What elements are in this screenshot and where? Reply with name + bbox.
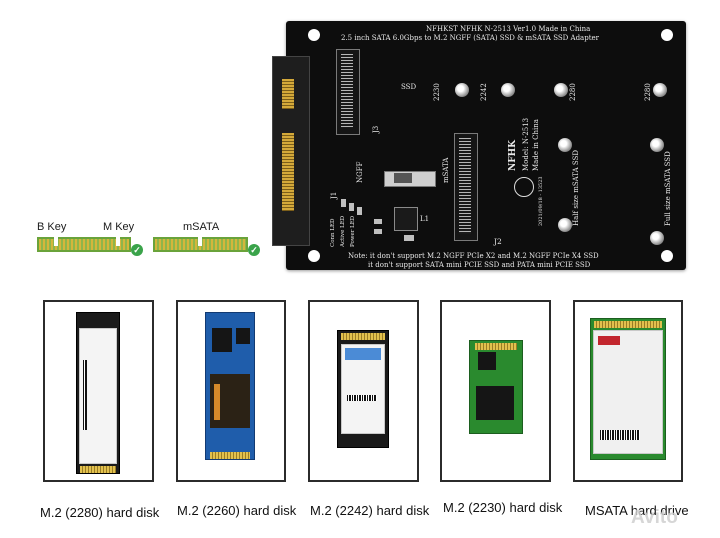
silk-half-size: Half size mSATA SSD: [572, 150, 580, 226]
silk-power-led: Power LED: [350, 215, 356, 247]
caption-msata: MSATA hard drive: [585, 503, 689, 518]
m-key-notch: [116, 237, 120, 246]
ssd-2260-gold-contacts: [210, 452, 250, 459]
silk-ssd: SSD: [401, 83, 417, 91]
barcode: [83, 360, 87, 430]
msata-key-label: mSATA: [183, 221, 220, 233]
adapter-board: NFHKST NFHK N-2513 Ver1.0 Made in China …: [272, 21, 686, 270]
ssd-2230-controller: [478, 352, 496, 370]
sata-data-pins: [282, 133, 294, 211]
mount-hole: [661, 250, 673, 262]
ssd-2260-chip: [236, 328, 250, 344]
standoff-msata-half: [558, 138, 572, 152]
ssd-2230-gold-contacts: [475, 343, 517, 350]
inductor-l1: [394, 207, 418, 231]
standoff-2280: [653, 83, 667, 97]
board-note-line1: Note: it don't support M.2 NGFF PCIe X2 …: [348, 252, 599, 260]
standoff-2260: [554, 83, 568, 97]
smd-part: [357, 207, 362, 215]
ssd-2230-nand: [476, 386, 514, 420]
board-note-line2: it don't support SATA mini PCIE SSD and …: [368, 261, 591, 269]
standoff-2242: [501, 83, 515, 97]
m2-edge-connector: [37, 237, 131, 252]
barcode: [600, 430, 640, 440]
ssd-2260-sticker: [214, 384, 220, 420]
mount-hole: [308, 29, 320, 41]
ssd-2242-label-band: [345, 348, 381, 360]
silk-2242: 2242: [480, 83, 488, 101]
silk-j3: J3: [372, 125, 380, 133]
standoff-2230: [455, 83, 469, 97]
m-key-label: M Key: [103, 221, 135, 233]
caption-2280: M.2 (2280) hard disk: [40, 505, 160, 520]
silk-ngff: NGFF: [356, 161, 364, 183]
made-text: Made in China: [532, 119, 540, 171]
barcode: [347, 395, 377, 401]
mount-hole: [308, 250, 320, 262]
smd-part: [341, 199, 346, 207]
check-icon: ✓: [248, 244, 260, 256]
model-text: Model: N-2513: [522, 117, 530, 171]
ssd-2280-gold-contacts: [80, 466, 116, 473]
silk-j2: J2: [494, 237, 502, 246]
check-icon: ✓: [131, 244, 143, 256]
silk-2280b: 2280: [644, 83, 652, 101]
silk-full-size: Full size mSATA SSD: [664, 151, 672, 226]
silk-conn-led: Conn LED: [330, 218, 336, 247]
ssd-2242-gold-contacts: [341, 333, 385, 340]
msata-brand-mark: [598, 336, 620, 345]
smd-part: [349, 203, 354, 211]
caption-2230: M.2 (2230) hard disk: [443, 500, 563, 515]
caption-2242: M.2 (2242) hard disk: [310, 503, 430, 518]
msata-slot-pins: [459, 138, 471, 234]
standoff-msata-half2: [558, 218, 572, 232]
standoff-msata-full2: [650, 231, 664, 245]
mount-hole: [661, 29, 673, 41]
smd-part: [374, 229, 382, 234]
smd-part: [404, 235, 414, 241]
b-key-label: B Key: [37, 221, 67, 233]
msata-notch: [198, 237, 202, 246]
silk-2230: 2230: [433, 83, 441, 101]
silk-active-led: Active LED: [340, 215, 346, 247]
ssd-2260-chip: [212, 328, 232, 352]
standoff-msata-full: [650, 138, 664, 152]
board-header-line1: NFHKST NFHK N-2513 Ver1.0 Made in China: [426, 25, 591, 33]
sata-power-pins: [282, 79, 294, 109]
watermark: Avito: [631, 507, 678, 528]
silk-msata: mSATA: [442, 157, 450, 183]
silk-date-code: 2021/09/18 - 13523: [538, 176, 544, 226]
silk-j1: J1: [330, 191, 338, 199]
m2-slot-pins: [341, 54, 353, 128]
nf-logo: [514, 177, 534, 197]
smd-part: [374, 219, 382, 224]
b-key-notch: [54, 237, 58, 246]
msata-gold-contacts: [594, 321, 662, 328]
board-header-line2: 2.5 inch SATA 6.0Gbps to M.2 NGFF (SATA)…: [341, 34, 600, 42]
brand-text: NFHK: [508, 140, 518, 171]
silk-l1: L1: [420, 215, 430, 223]
silk-2280: 2280: [569, 83, 577, 101]
mode-switch-knob: [394, 173, 412, 183]
caption-2260: M.2 (2260) hard disk: [177, 503, 297, 518]
